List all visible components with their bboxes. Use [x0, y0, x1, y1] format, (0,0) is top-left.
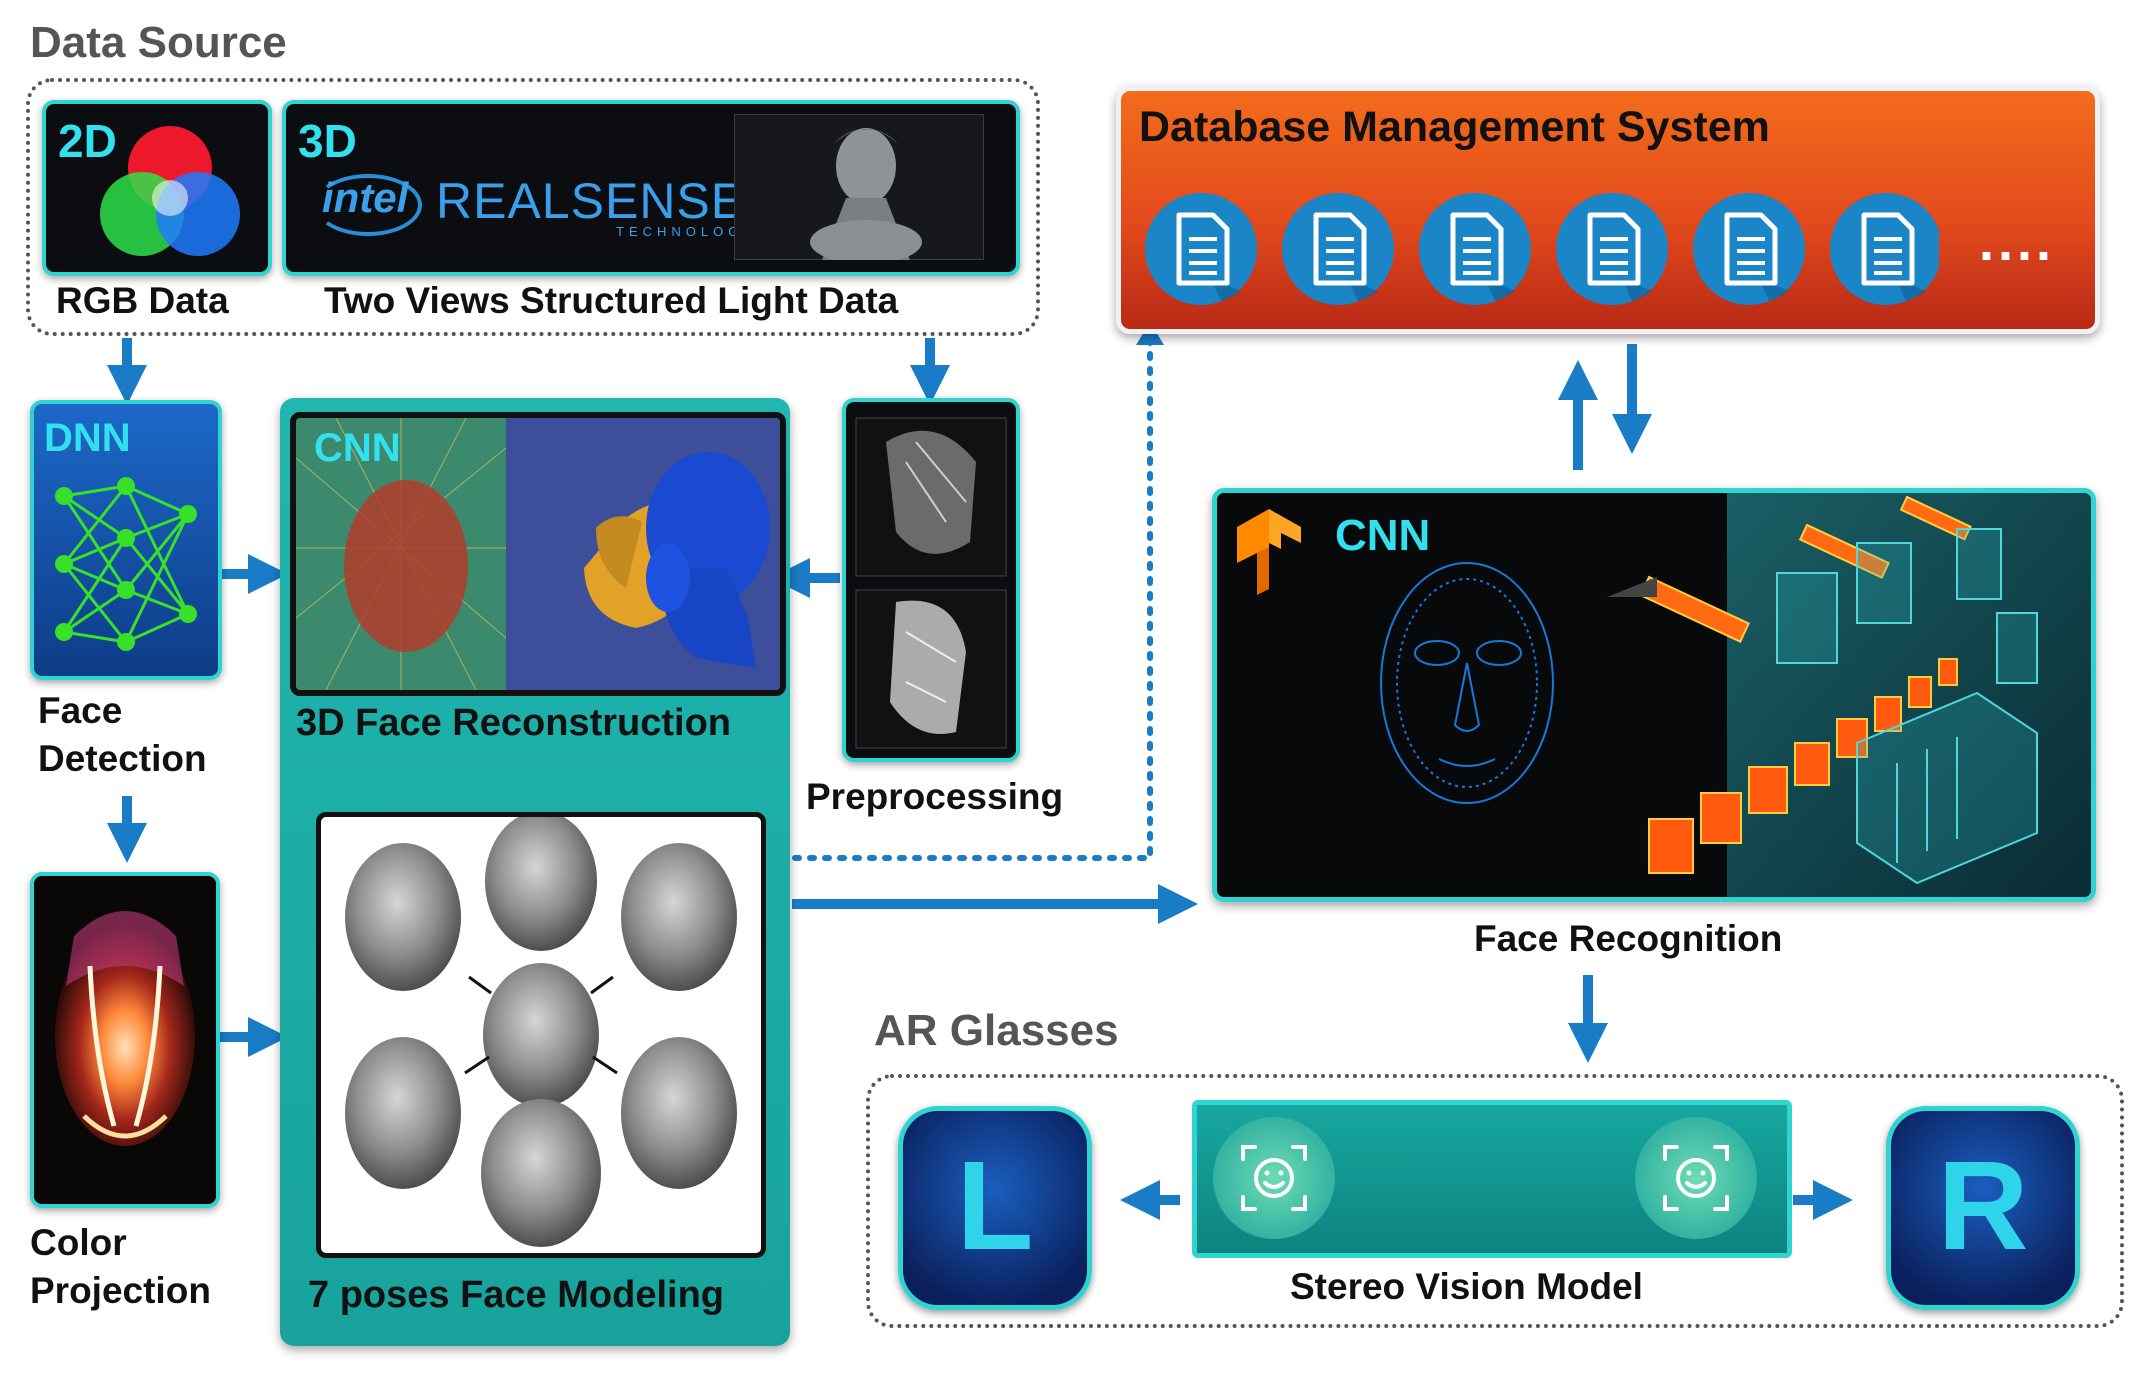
ar-glasses-group [866, 1074, 2124, 1328]
tag-dnn: DNN [44, 416, 131, 460]
tag-2d: 2D [58, 115, 117, 167]
section-title-data-source: Data Source [30, 18, 287, 67]
preprocessing-panel [842, 398, 1020, 762]
reconstruction-label: 3D Face Reconstruction [296, 702, 731, 744]
dnn-panel: DNN [30, 400, 222, 680]
cnn-layer-boxes [1607, 495, 2038, 885]
database-doc-row [1139, 187, 1942, 311]
document-icons [1145, 193, 1942, 305]
database-more: .... [1979, 212, 2056, 272]
dotted-arrow-modeling-to-db [792, 332, 1153, 861]
color-projection-panel [30, 872, 220, 1208]
stereo-vision-panel [1192, 1100, 1792, 1258]
document-icon [1693, 193, 1805, 305]
projected-face-image [34, 876, 216, 1204]
document-icon [1556, 193, 1668, 305]
tag-3d: 3D [298, 115, 357, 167]
rgb-data-label: RGB Data [56, 280, 229, 321]
color-projection-label-1: Color [30, 1222, 127, 1263]
rgb-data-panel: 2D [42, 100, 272, 276]
face-detection-label-1: Face [38, 690, 123, 731]
modeling-label: 7 poses Face Modeling [308, 1274, 724, 1316]
left-eye-letter: L [956, 1135, 1034, 1276]
neural-network-icon [55, 477, 197, 651]
intel-logo [314, 174, 422, 236]
reconstruction-image [296, 418, 780, 690]
realsense-brand: REALSENSE [436, 173, 746, 229]
section-title-ar-glasses: AR Glasses [874, 1006, 1119, 1055]
realsense-panel: 3D intel REALSENSE TECHNOLOGY [282, 100, 1020, 276]
database-panel: Database Management System .... [1116, 86, 2100, 334]
preprocessing-label: Preprocessing [806, 776, 1064, 817]
stereo-vision-label: Stereo Vision Model [1290, 1266, 1643, 1307]
intel-brand: intel [322, 174, 409, 221]
face-detection-label-2: Detection [38, 738, 207, 779]
recognition-panel: CNN [1212, 488, 2096, 902]
statue-bust-image [734, 114, 984, 260]
modeling-image-panel [316, 812, 766, 1258]
realsense-sub: TECHNOLOGY [616, 224, 758, 239]
right-eye-tile: R [1886, 1106, 2080, 1310]
tag-cnn-recognition: CNN [1335, 511, 1431, 560]
document-icon [1419, 193, 1531, 305]
recognition-image [1237, 493, 2091, 897]
reconstruction-image-panel: CNN [290, 412, 786, 696]
document-icon [1830, 193, 1942, 305]
right-face-scan-icon [1635, 1117, 1757, 1239]
rgb-circles-icon [100, 126, 240, 256]
depth-scan-image [855, 417, 1007, 749]
seven-poses-image [345, 817, 737, 1247]
data-source-group [26, 78, 1040, 336]
right-eye-letter: R [1937, 1135, 2029, 1276]
wireframe-head [1380, 562, 1554, 804]
recognition-label: Face Recognition [1474, 918, 1783, 959]
left-eye-tile: L [898, 1106, 1092, 1310]
tensorflow-logo-icon [1237, 509, 1301, 595]
structured-light-label: Two Views Structured Light Data [324, 280, 899, 321]
document-icon [1145, 193, 1257, 305]
left-face-scan-icon [1213, 1117, 1335, 1239]
color-projection-label-2: Projection [30, 1270, 211, 1311]
tag-cnn-reconstruction: CNN [314, 426, 401, 470]
database-title: Database Management System [1139, 103, 1770, 151]
document-icon [1282, 193, 1394, 305]
